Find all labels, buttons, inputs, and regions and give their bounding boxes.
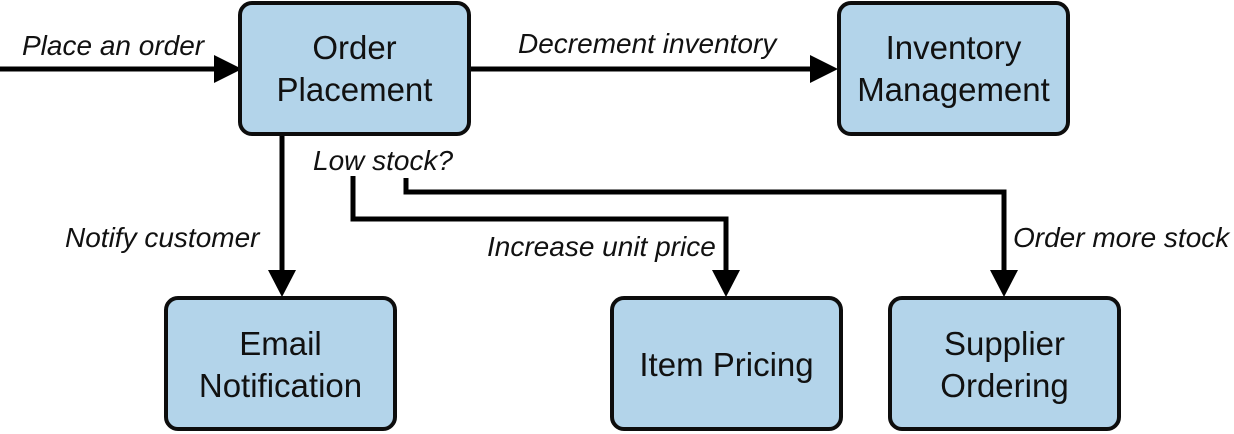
order-more-stock-label: Order more stock (1013, 222, 1231, 253)
order-more-stock-arrowhead (990, 270, 1018, 297)
email-notification-label-line2: Notification (199, 367, 362, 404)
order-placement-label-line2: Placement (277, 71, 433, 108)
supplier-ordering-label-line1: Supplier (944, 325, 1065, 362)
low-stock-label: Low stock? (313, 145, 453, 176)
item-pricing-label: Item Pricing (639, 346, 813, 383)
notify-customer-label: Notify customer (65, 222, 261, 253)
inventory-management-label-line1: Inventory (886, 29, 1022, 66)
item-pricing-box: Item Pricing (610, 296, 843, 431)
order-more-stock-arrow (403, 178, 1007, 274)
decrement-inventory-label: Decrement inventory (518, 28, 778, 59)
increase-price-arrow (350, 176, 729, 274)
decrement-inventory-arrowhead (810, 55, 838, 83)
supplier-ordering-box: Supplier Ordering (888, 296, 1121, 431)
notify-customer-arrowhead (268, 270, 296, 297)
increase-price-label: Increase unit price (487, 231, 716, 262)
email-notification-label-line1: Email (239, 325, 322, 362)
supplier-ordering-label-line2: Ordering (940, 367, 1068, 404)
place-order-label: Place an order (22, 30, 206, 61)
connectors (0, 55, 1018, 297)
order-placement-box: Order Placement (238, 1, 471, 136)
place-order-arrowhead (214, 55, 242, 83)
email-notification-box: Email Notification (164, 296, 397, 431)
inventory-management-box: Inventory Management (837, 1, 1070, 136)
order-placement-label-line1: Order (312, 29, 396, 66)
increase-price-arrowhead (712, 270, 740, 297)
inventory-management-label-line2: Management (857, 71, 1050, 108)
edge-labels: Place an order Decrement inventory Low s… (22, 28, 1231, 262)
